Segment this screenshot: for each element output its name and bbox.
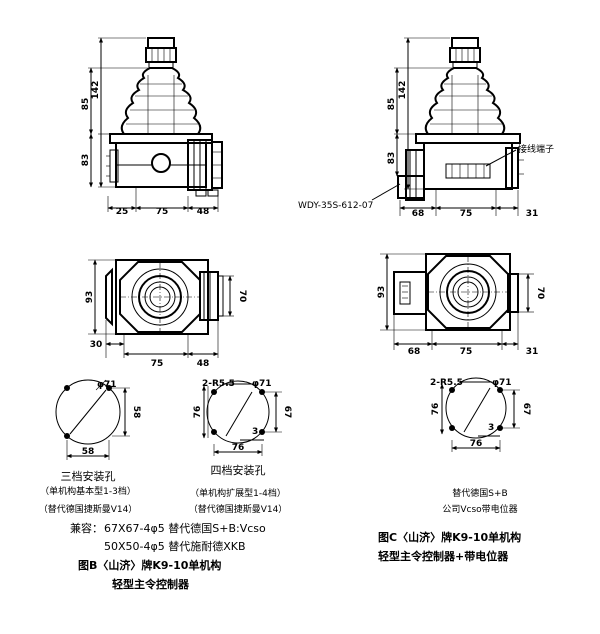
r-dim-31: 31 <box>526 209 539 219</box>
dim-83: 83 <box>81 154 91 167</box>
r-dim-31-top: 31 <box>526 347 539 357</box>
r-dim-75-top: 75 <box>460 347 473 357</box>
r-dim-83: 83 <box>387 152 397 165</box>
mount-4-holes: 2-R5.5 φ71 67 76 3 76 四档安装孔 （单机构扩展型1-4档）… <box>189 379 292 515</box>
mount4-left: 76 <box>193 406 203 419</box>
dim-48-top: 48 <box>197 359 210 369</box>
replace-line2: 公司Vcso带电位器 <box>442 503 517 515</box>
r-dim-68: 68 <box>412 209 425 219</box>
r-mount-diameter: φ71 <box>492 378 512 388</box>
mount3-title: 三档安装孔 <box>61 469 116 483</box>
caption-b-line1: 图B〈山济〉牌K9-10单机构 <box>78 558 221 572</box>
mount4-sub2: （替代德国捷斯曼V14） <box>189 503 288 515</box>
mount3-diameter: φ71 <box>97 380 117 390</box>
mount3-sub2: （替代德国捷斯曼V14） <box>39 503 138 515</box>
dim-30: 30 <box>90 340 103 350</box>
right-side-view: 接线端子 WDY-35S-612-07 142 85 83 68 75 31 <box>298 37 554 219</box>
dim-85: 85 <box>81 98 91 111</box>
replace-line1: 替代德国S+B <box>452 487 507 499</box>
r-mount-left: 76 <box>431 403 441 416</box>
dim-75: 75 <box>156 207 169 217</box>
r-mount-bottom: 76 <box>470 439 483 449</box>
mount-3-holes: φ71 58 58 三档安装孔 （单机构基本型1-3档） （替代德国捷斯曼V14… <box>39 379 141 515</box>
mount3-side: 58 <box>131 406 141 419</box>
r-dim-75: 75 <box>460 209 473 219</box>
dim-75-top: 75 <box>151 359 164 369</box>
r-dim-68-top: 68 <box>408 347 421 357</box>
caption-c-line1: 图C〈山济〉牌K9-10单机构 <box>378 530 521 544</box>
left-caption-block: 兼容： 67X67-4φ5 替代德国S+B:Vcso 50X50-4φ5 替代施… <box>70 521 266 591</box>
compat-line2: 50X50-4φ5 替代施耐德XKB <box>104 539 246 553</box>
mount4-hole: 2-R5.5 <box>202 379 235 389</box>
mount4-bottom: 76 <box>232 443 245 453</box>
r-mount-side: 67 <box>521 403 531 416</box>
left-side-view: 142 85 83 25 75 48 <box>81 37 223 217</box>
mount4-side: 67 <box>282 406 292 419</box>
dim-25: 25 <box>116 207 129 217</box>
compat-line1: 67X67-4φ5 替代德国S+B:Vcso <box>104 521 266 535</box>
r-dim-85: 85 <box>387 98 397 111</box>
caption-b-line2: 轻型主令控制器 <box>112 577 190 591</box>
mount3-sub1: （单机构基本型1-3档） <box>40 485 136 497</box>
r-mount-num: 3 <box>488 423 494 433</box>
r-dim-70: 70 <box>535 287 545 300</box>
dim-48: 48 <box>197 207 210 217</box>
right-top-view: 93 70 68 75 31 <box>377 253 545 357</box>
dim-93: 93 <box>85 291 95 304</box>
mount4-num: 3 <box>252 427 258 437</box>
right-caption-block: 替代德国S+B 公司Vcso带电位器 图C〈山济〉牌K9-10单机构 轻型主令控… <box>378 487 521 563</box>
mount3-bottom: 58 <box>82 447 95 457</box>
mount4-title: 四档安装孔 <box>211 463 266 477</box>
r-mount-hole: 2-R5.5 <box>430 378 463 388</box>
dim-142: 142 <box>91 81 101 100</box>
right-mount-holes: 2-R5.5 φ71 67 76 3 76 <box>430 377 531 452</box>
dim-70: 70 <box>237 290 247 303</box>
left-top-view: 93 70 30 75 48 <box>85 259 247 369</box>
caption-c-line2: 轻型主令控制器+带电位器 <box>378 549 509 563</box>
terminal-label: 接线端子 <box>518 143 554 155</box>
r-dim-142: 142 <box>398 81 408 100</box>
mount4-diameter: φ71 <box>252 379 272 389</box>
r-dim-93: 93 <box>377 286 387 299</box>
pot-label: WDY-35S-612-07 <box>298 201 373 211</box>
mount4-sub1: （单机构扩展型1-4档） <box>190 487 286 499</box>
compat-label: 兼容： <box>70 521 103 535</box>
